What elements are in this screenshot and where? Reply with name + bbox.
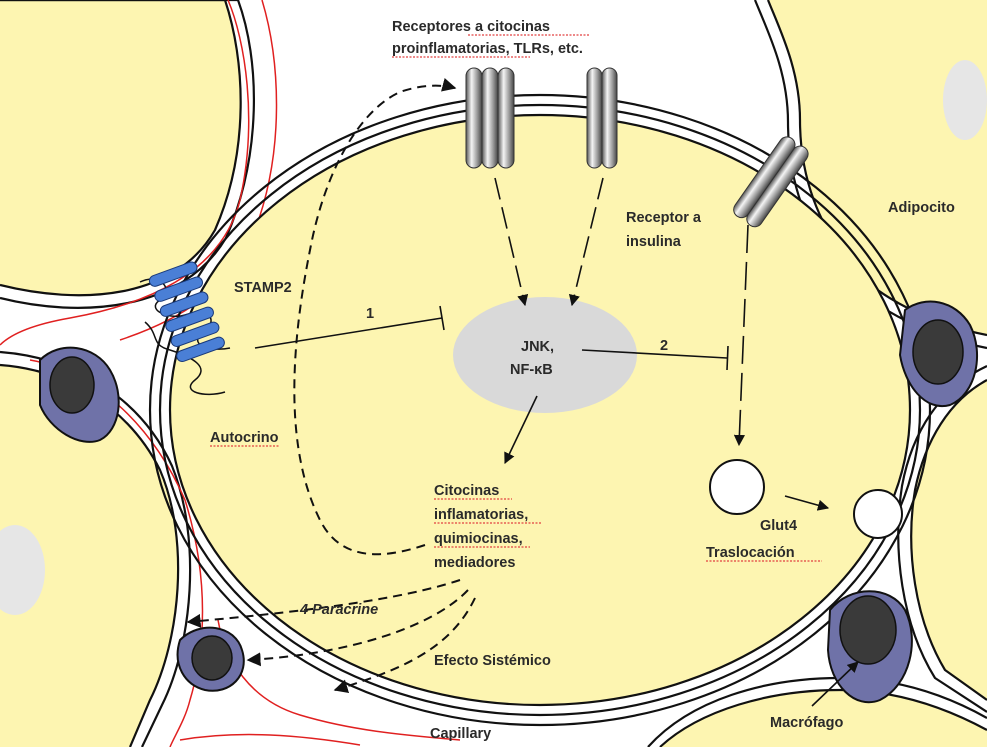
insulin-receptor-label-line2: insulina (626, 234, 682, 250)
jnk-nfkb-signaling-hub (453, 297, 637, 413)
macrofago-label: Macrófago (770, 715, 843, 731)
macrophage-right (900, 302, 977, 407)
macrophage-bottom-right (828, 591, 912, 702)
citocinas-label-line4: mediadores (434, 555, 515, 571)
macrophage-bottom-left (178, 628, 244, 691)
cytokine-receptor-left (466, 68, 514, 168)
autocrino-label: Autocrino (210, 430, 279, 446)
stamp2-label: STAMP2 (234, 280, 292, 296)
traslocacion-label: Traslocación (706, 545, 795, 561)
receptors-label-line1: Receptores a citocinas (392, 19, 550, 35)
inhibition-2-label: 2 (660, 338, 668, 354)
glut4-vesicle (710, 460, 764, 514)
citocinas-label-line1: Citocinas (434, 483, 499, 499)
insulin-receptor-label-line1: Receptor a (626, 210, 702, 226)
inhibition-1-label: 1 (366, 306, 374, 322)
jnk-label-line1: JNK, (521, 339, 554, 355)
receptors-label-line2: proinflamatorias, TLRs, etc. (392, 41, 583, 57)
adipocito-label: Adipocito (888, 200, 955, 216)
citocinas-label-line2: inflamatorias, (434, 507, 528, 523)
capillary-label: Capillary (430, 726, 491, 742)
glut4-label: Glut4 (760, 518, 797, 534)
efecto-sistemico-label: Efecto Sistémico (434, 653, 551, 669)
citocinas-label-line3: quimiocinas, (434, 531, 523, 547)
paracrine-label: 4 Paracrine (299, 602, 378, 618)
jnk-label-line2: NF-κB (510, 362, 553, 378)
cytokine-receptor-right (587, 68, 617, 168)
glut4-membrane-pocket (854, 490, 902, 538)
